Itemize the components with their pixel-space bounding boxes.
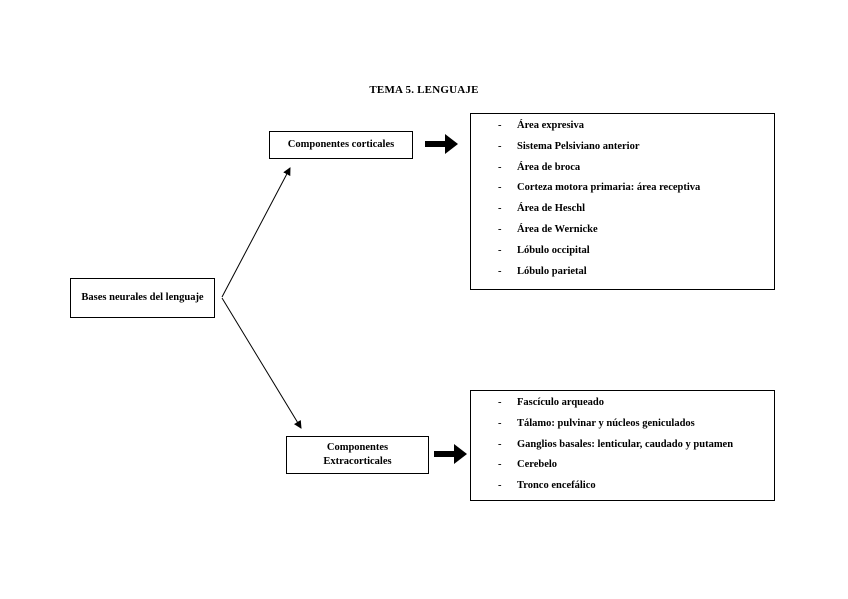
list-item: - Lóbulo occipital xyxy=(471,245,774,266)
list-item: - Tronco encefálico xyxy=(471,480,774,501)
list-item-text: Ganglios basales: lenticular, caudado y … xyxy=(517,438,734,450)
list-item-text: Tálamo: pulvinar y núcleos geniculados xyxy=(517,417,695,429)
list-item-text: Corteza motora primaria: área receptiva xyxy=(517,182,701,194)
cortical-list-box: - Área expresiva - Sistema Pelsiviano ante… xyxy=(470,113,775,290)
extracortical-list-box: - Fascículo arqueado - Tálamo: pulvinar y … xyxy=(470,390,775,501)
root-node-label: Bases neurales del lenguaje xyxy=(81,291,204,303)
list-item-text: Área expresiva xyxy=(517,120,584,131)
list-item: - Ganglios basales: lenticular, caudado y… xyxy=(471,439,774,460)
list-item: - Fascículo arqueado xyxy=(471,397,774,418)
bullet-dash: - xyxy=(498,265,502,277)
arrow-to-cortical xyxy=(221,167,291,298)
bullet-dash: - xyxy=(498,120,502,131)
bullet-dash: - xyxy=(498,223,502,235)
list-item: - Área expresiva xyxy=(471,120,774,141)
bullet-dash: - xyxy=(498,244,502,256)
block-arrow-cortical xyxy=(425,134,458,154)
bullet-dash: - xyxy=(498,459,502,471)
cortical-node: Componentes corticales xyxy=(269,131,413,159)
bullet-dash: - xyxy=(498,140,502,152)
list-item-text: Lóbulo parietal xyxy=(517,265,587,277)
list-item: - Área de Heschl xyxy=(471,203,774,224)
list-item: - Corteza motora primaria: área receptiva xyxy=(471,182,774,203)
list-item-text: Área de Wernicke xyxy=(517,223,598,235)
root-node: Bases neurales del lenguaje xyxy=(70,278,215,318)
list-item-text: Lóbulo occipital xyxy=(517,244,590,256)
extracortical-list: - Fascículo arqueado - Tálamo: pulvinar y … xyxy=(471,397,774,501)
list-item: - Área de Wernicke xyxy=(471,224,774,245)
bullet-dash: - xyxy=(498,480,502,492)
block-arrow-extracortical xyxy=(434,444,467,464)
list-item: - Área de broca xyxy=(471,162,774,183)
bullet-dash: - xyxy=(498,161,502,173)
cortical-node-label: Componentes corticales xyxy=(287,138,395,150)
list-item: - Cerebelo xyxy=(471,459,774,480)
list-item-text: Cerebelo xyxy=(517,459,558,471)
extracortical-node-label: Componentes Extracorticales xyxy=(323,441,392,467)
list-item-text: Tronco encefálico xyxy=(517,480,596,492)
bullet-dash: - xyxy=(498,182,502,194)
arrow-to-extracortical xyxy=(221,297,302,429)
list-item-text: Área de broca xyxy=(517,161,581,173)
list-item: - Sistema Pelsiviano anterior xyxy=(471,141,774,162)
cortical-list: - Área expresiva - Sistema Pelsiviano ante… xyxy=(471,120,774,286)
bullet-dash: - xyxy=(498,203,502,215)
bullet-dash: - xyxy=(498,438,502,450)
list-item-text: Área de Heschl xyxy=(517,203,586,215)
bullet-dash: - xyxy=(498,397,502,408)
bullet-dash: - xyxy=(498,417,502,429)
list-item-text: Sistema Pelsiviano anterior xyxy=(517,140,640,152)
page-title: TEMA 5. LENGUAJE xyxy=(369,84,479,96)
extracortical-node: Componentes Extracorticales xyxy=(286,436,429,474)
list-item-text: Fascículo arqueado xyxy=(517,397,605,408)
list-item: - Lóbulo parietal xyxy=(471,266,774,287)
list-item: - Tálamo: pulvinar y núcleos geniculados xyxy=(471,418,774,439)
